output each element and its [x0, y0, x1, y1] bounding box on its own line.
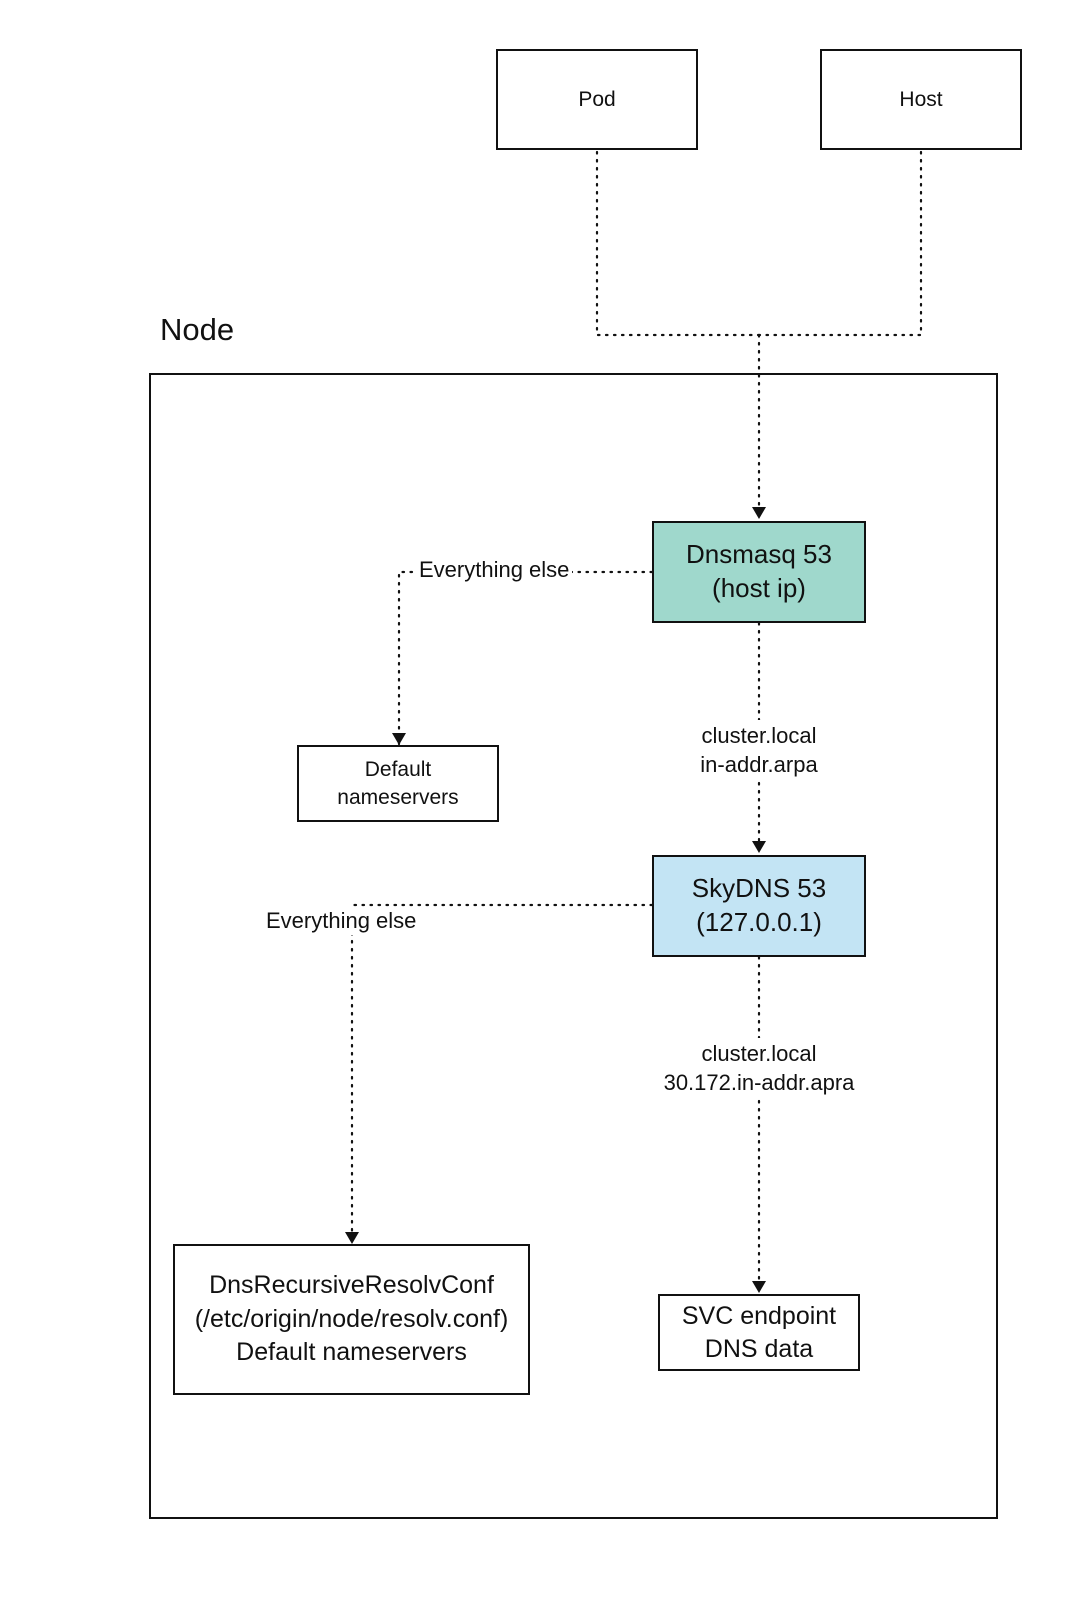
skydns-to-svc-line1: cluster.local: [701, 1041, 817, 1066]
default-nameservers-line2: nameservers: [337, 785, 459, 809]
dnsmasq-box: Dnsmasq 53 (host ip): [652, 521, 866, 623]
svc-endpoint-box: SVC endpoint DNS data: [658, 1294, 860, 1371]
svc-endpoint-line2: DNS data: [704, 1334, 814, 1363]
dnsmasq-address-label: (host ip): [712, 573, 806, 603]
skydns-box: SkyDNS 53 (127.0.0.1): [652, 855, 866, 957]
dnsmasq-port-label: Dnsmasq 53: [686, 539, 832, 570]
host-label: Host: [899, 87, 943, 111]
skydns-address-label: (127.0.0.1): [696, 907, 822, 937]
svc-endpoint-line1: SVC endpoint: [681, 1302, 837, 1330]
recursive-resolv-conf-box: DnsRecursiveResolvConf (/etc/origin/node…: [173, 1244, 530, 1395]
host-connector: [757, 150, 923, 337]
pod-box: Pod: [496, 49, 698, 150]
node-frame: [149, 373, 998, 1519]
recursive-resolv-conf-name: DnsRecursiveResolvConf: [209, 1270, 494, 1299]
recursive-resolv-conf-path: (/etc/origin/node/resolv.conf): [194, 1304, 509, 1333]
pod-connector: [595, 150, 761, 337]
skydns-to-svc-label: cluster.local 30.172.in-addr.apra: [661, 1038, 857, 1100]
skydns-port-label: SkyDNS 53: [691, 873, 827, 904]
default-nameservers-line1: Default: [364, 758, 432, 782]
skydns-else-label: Everything else: [264, 907, 419, 935]
dnsmasq-to-skydns-label: cluster.local in-addr.arpa: [698, 720, 820, 782]
skydns-to-svc-line2: 30.172.in-addr.apra: [663, 1069, 855, 1095]
dnsmasq-else-edge: [392, 570, 654, 746]
node-title: Node: [160, 312, 235, 347]
dnsmasq-to-skydns-line2: in-addr.arpa: [700, 751, 818, 777]
default-nameservers-box: Default nameservers: [297, 745, 499, 822]
recursive-resolv-conf-desc: Default nameservers: [236, 1338, 467, 1367]
host-box: Host: [820, 49, 1022, 150]
pod-label: Pod: [578, 87, 616, 111]
dnsmasq-else-label: Everything else: [416, 556, 573, 584]
dnsmasq-to-skydns-line1: cluster.local: [701, 723, 817, 748]
